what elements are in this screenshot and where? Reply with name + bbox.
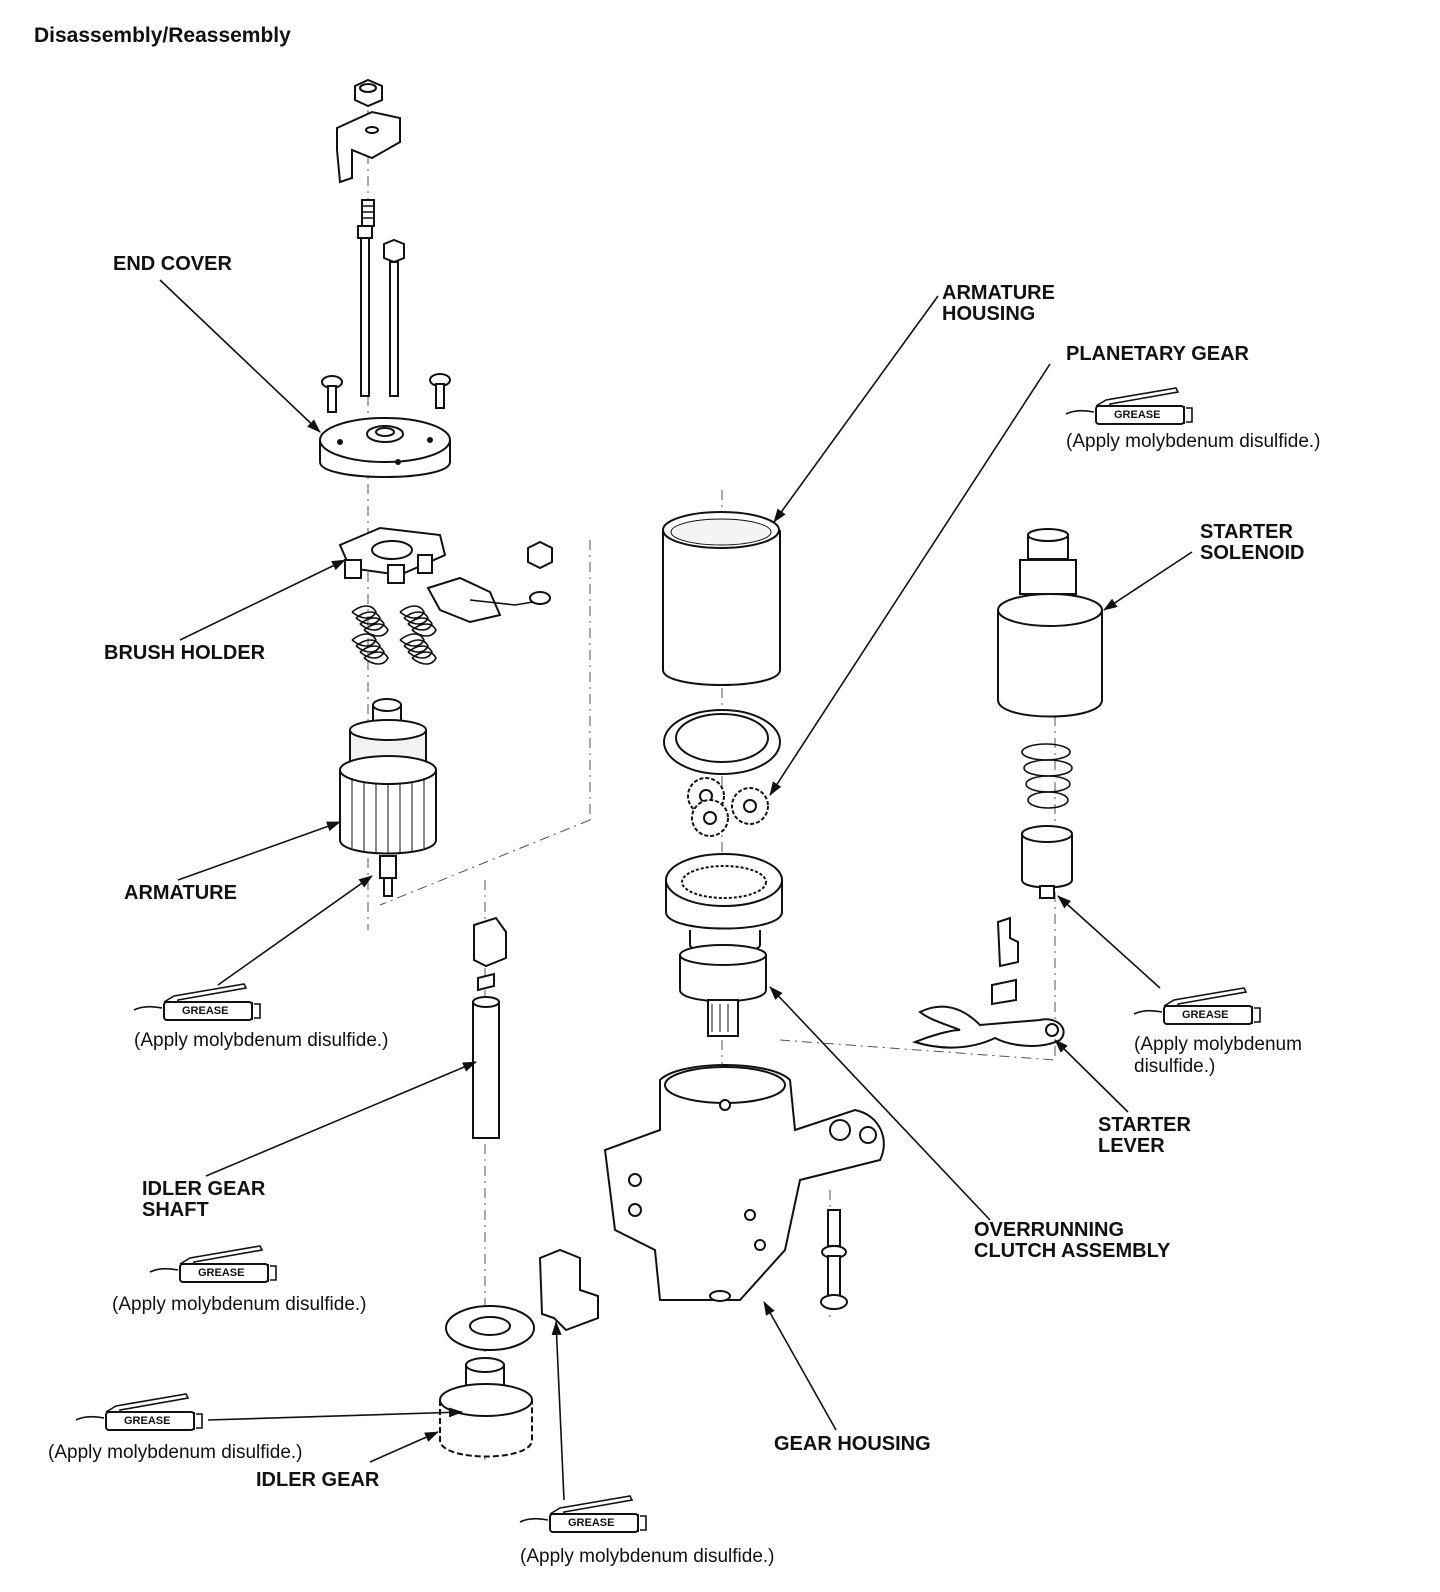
leader-gear-housing	[763, 1301, 837, 1431]
label-idler-gear-shaft-line1: IDLER GEAR	[142, 1178, 266, 1200]
leader-planetary-gear	[769, 363, 1051, 796]
leader-idler-gear-shaft	[205, 1061, 477, 1177]
brush-holder	[338, 526, 447, 584]
grease-tube-label: GREASE	[182, 1005, 228, 1017]
brush-nut	[527, 540, 553, 605]
idler-washer	[445, 1305, 535, 1351]
label-starter-solenoid-line1: STARTER	[1200, 521, 1294, 543]
label-end-cover: END COVER	[113, 253, 232, 275]
grease-tube-label: GREASE	[1182, 1009, 1228, 1021]
leader-bracket-grease	[551, 1321, 565, 1501]
through-bolt-right	[383, 238, 405, 397]
starter-solenoid	[997, 528, 1103, 718]
shaft-retainer-clip	[473, 916, 507, 992]
overrunning-clutch	[665, 853, 783, 1037]
label-armature: ARMATURE	[124, 882, 237, 904]
leader-starter-solenoid	[1103, 551, 1193, 611]
grease-note-text-line2: disulfide.)	[1134, 1056, 1215, 1077]
label-overrunning-clutch-line1: OVERRUNNING	[974, 1219, 1124, 1241]
label-gear-housing: GEAR HOUSING	[774, 1433, 931, 1455]
grease-note-text: (Apply molybdenum disulfide.)	[48, 1442, 303, 1463]
page-title: Disassembly/Reassembly	[34, 24, 291, 47]
grease-note-text: (Apply molybdenum disulfide.)	[520, 1546, 775, 1567]
label-starter-solenoid-line2: SOLENOID	[1200, 542, 1304, 564]
end-cover-screw-left	[321, 375, 343, 413]
leader-overrunning-clutch	[769, 986, 991, 1221]
leader-starter-lever	[1054, 1039, 1129, 1113]
leader-lines	[159, 279, 1193, 1501]
label-brush-holder: BRUSH HOLDER	[104, 642, 266, 664]
leader-plunger-grease	[1057, 895, 1161, 989]
grease-note-text: (Apply molybdenum disulfide.)	[134, 1030, 389, 1051]
lever-pin-pieces	[991, 916, 1019, 1006]
grease-note-text-line1: (Apply molybdenum	[1134, 1034, 1302, 1055]
lever-centerline	[779, 1039, 1056, 1061]
planetary-ring-plate	[663, 709, 781, 775]
leader-armature-housing	[773, 295, 939, 523]
end-cover	[319, 417, 451, 478]
leader-armature-grease	[217, 875, 373, 986]
planetary-gears	[687, 777, 769, 837]
armature-housing	[662, 511, 781, 686]
top-nut	[354, 78, 383, 108]
solenoid-spring	[1021, 743, 1073, 809]
label-idler-gear-shaft-line2: SHAFT	[142, 1199, 209, 1221]
starter-lever	[912, 1005, 1065, 1049]
grease-note-armature: GREASE (Apply molybdenum disulfide.)	[133, 983, 389, 1051]
leader-end-cover	[159, 279, 321, 433]
label-overrunning-clutch-line2: CLUTCH ASSEMBLY	[974, 1240, 1171, 1262]
grease-note-idler-gear: GREASE (Apply molybdenum disulfide.)	[48, 1393, 303, 1463]
label-planetary-gear: PLANETARY GEAR	[1066, 343, 1250, 365]
gear-housing	[603, 1064, 885, 1302]
leader-idler-gear	[369, 1431, 439, 1463]
idler-gear-bracket	[538, 1248, 599, 1332]
left-offset-centerline-diagonal	[379, 819, 591, 906]
brush-terminal	[426, 576, 546, 624]
idler-gear	[439, 1357, 533, 1458]
grease-note-plunger: GREASE (Apply molybdenum disulfide.)	[1133, 987, 1302, 1077]
leader-idler-gear-grease	[207, 1407, 463, 1421]
grease-tube-label: GREASE	[1114, 409, 1160, 421]
label-starter-lever-line1: STARTER	[1098, 1114, 1192, 1136]
leader-armature	[177, 821, 341, 881]
grease-tube-label: GREASE	[124, 1415, 170, 1427]
grease-tube-label: GREASE	[568, 1517, 614, 1529]
terminal-bracket	[336, 110, 401, 184]
end-cover-screw-right	[429, 373, 451, 409]
armature	[339, 698, 437, 897]
grease-note-bracket: GREASE (Apply molybdenum disulfide.)	[519, 1495, 775, 1567]
through-bolt-left	[357, 225, 373, 397]
solenoid-plunger	[1021, 825, 1073, 899]
grease-tube-label: GREASE	[198, 1267, 244, 1279]
label-armature-housing-line1: ARMATURE	[942, 282, 1055, 304]
label-armature-housing-line2: HOUSING	[942, 303, 1035, 325]
grease-note-text: (Apply molybdenum disulfide.)	[112, 1294, 367, 1315]
grease-note-shaft: GREASE (Apply molybdenum disulfide.)	[112, 1245, 367, 1315]
label-idler-gear: IDLER GEAR	[256, 1469, 380, 1491]
gear-housing-bolts	[820, 1209, 848, 1310]
idler-gear-shaft	[472, 996, 500, 1139]
grease-note-text: (Apply molybdenum disulfide.)	[1066, 431, 1321, 452]
label-starter-lever-line2: LEVER	[1098, 1135, 1165, 1157]
brush-springs	[351, 605, 437, 665]
grease-note-planetary: GREASE (Apply molybdenum disulfide.)	[1065, 387, 1321, 452]
leader-brush-holder	[179, 559, 346, 641]
terminal-stud	[361, 199, 375, 227]
